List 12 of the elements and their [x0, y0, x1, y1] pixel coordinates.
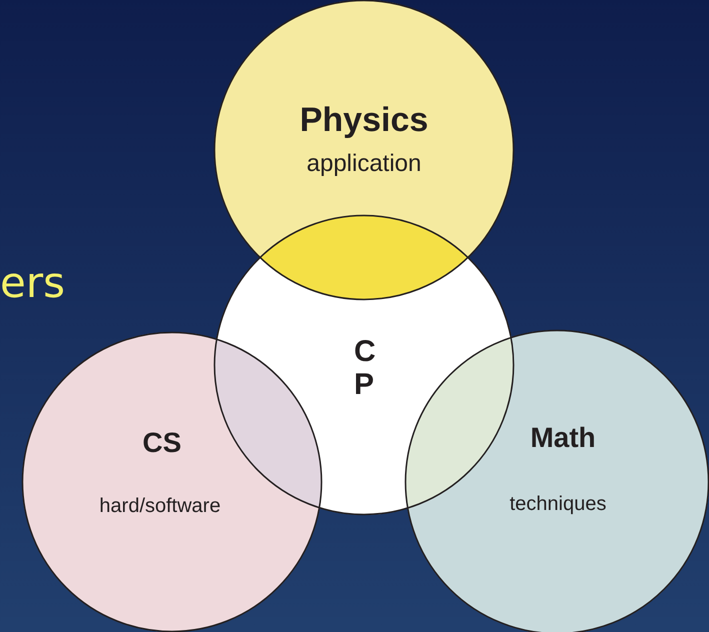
circle-title: C P [354, 335, 374, 401]
circle-subtitle: hard/software [99, 495, 221, 518]
circle-title: CS [142, 427, 182, 459]
venn-circle [214, 0, 514, 300]
venn-circle [22, 332, 322, 632]
circle-title: Math [530, 422, 596, 454]
overlap-region [259, 215, 469, 300]
circle-title: Physics [300, 101, 428, 140]
circle-subtitle: application [306, 150, 422, 178]
circle-subtitle: techniques [510, 493, 606, 516]
venn-circle [405, 330, 709, 632]
heading-text-fragment: ers [0, 258, 65, 307]
